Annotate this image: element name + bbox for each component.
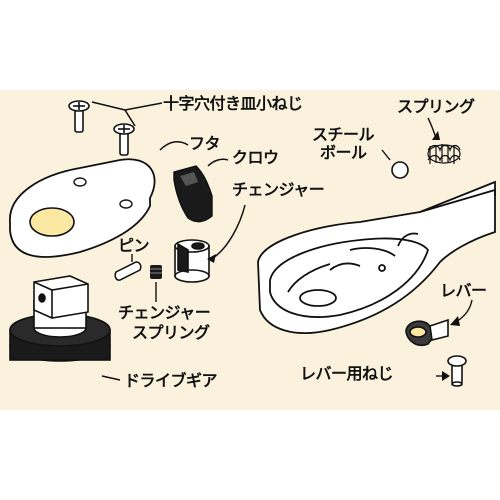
spring-arrow [432,131,440,140]
pawl-leader [207,158,229,167]
spring [427,144,461,164]
steel-ball [391,161,409,179]
ratchet-head [257,180,496,334]
cover-center-hole [29,207,75,237]
lever-screw [447,355,467,387]
label-cover: フタ [189,134,221,153]
changer-spring [150,265,162,279]
label-spring: スプリング [397,97,475,116]
changer-leader [212,204,246,259]
changer [174,239,210,283]
pawl [173,165,213,223]
cover-leader [159,140,189,151]
cover-plate [9,158,156,258]
label-lever: レバー [440,281,487,300]
label-steel-ball-line1: スチール [312,125,375,144]
label-changer: チェンジャー [232,180,325,199]
drive-gear-leader [101,375,121,381]
label-pawl: クロウ [232,148,279,167]
label-countersunk-screws: 十字穴付き皿小ねじ [163,94,303,113]
pin [114,261,142,281]
lever-screw-arrow [442,371,450,381]
screw-leader [91,101,163,127]
steel-ball-leader [381,149,391,161]
label-lever-screw: レバー用ねじ [300,364,394,383]
label-changer-spring-line2: スプリング [132,323,210,342]
changer-arrow [207,254,216,263]
label-steel-ball-line2: ボール [320,143,367,162]
drive-gear [9,275,111,362]
lever-arrow [450,316,460,326]
label-pin: ピン [118,236,150,255]
lever [405,318,449,347]
countersunk-screw-2 [113,123,135,156]
countersunk-screw-1 [68,100,90,133]
label-changer-spring-line1: チェンジャー [118,303,211,322]
label-drive-gear: ドライブギア [124,371,218,390]
